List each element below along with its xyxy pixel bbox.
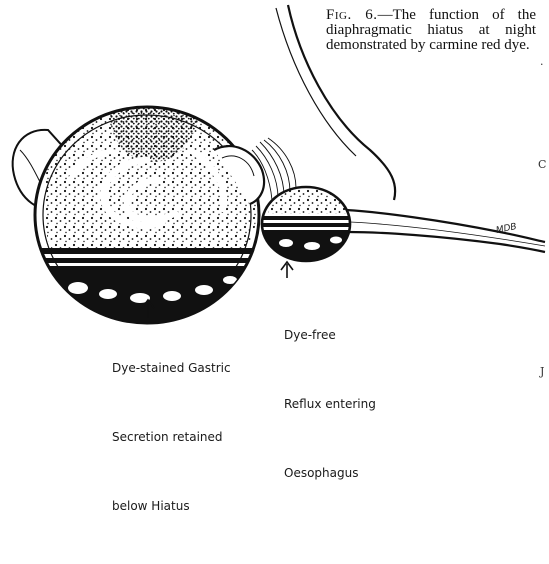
annotation-line: Dye-free — [284, 324, 376, 347]
edge-mark-mid: C — [538, 158, 546, 171]
caption-label: Fig. 6. — [326, 7, 378, 23]
figure-caption: Fig. 6.—The function of the diaphragmati… — [326, 8, 536, 53]
annotation-line: Oesophagus — [284, 462, 376, 485]
figure: Fig. 6.—The function of the diaphragmati… — [0, 0, 549, 383]
annotation-line: below Hiatus — [112, 495, 231, 518]
annotation-line: Dye-stained Gastric — [112, 357, 231, 380]
edge-mark-top: · — [540, 58, 544, 71]
annotation-gastric-secretion: Dye-stained Gastric Secretion retained b… — [112, 311, 231, 564]
annotation-line: Reflux entering — [284, 393, 376, 416]
annotation-reflux: Dye-free Reflux entering Oesophagus — [284, 278, 376, 531]
arrow-right — [281, 262, 293, 278]
stomach-hiatus-illustration — [0, 0, 549, 383]
annotation-line: Secretion retained — [112, 426, 231, 449]
edge-mark-bottom: J — [540, 365, 544, 378]
